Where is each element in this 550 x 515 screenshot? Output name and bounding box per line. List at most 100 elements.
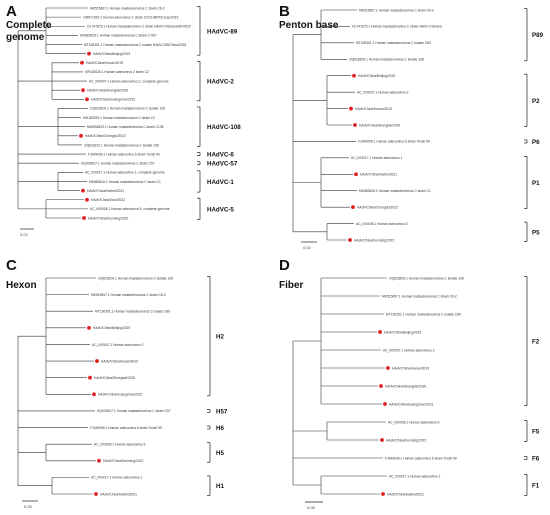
clade-label: P2 — [532, 98, 540, 105]
leaf-label: OQ618209.1 Human mastadenovirus C isolat… — [90, 107, 165, 111]
leaf-label: HAdV/China/Harbin/2021 — [100, 492, 137, 496]
leaf-label: MK883615.1 Human mastadenovirus C strain… — [80, 34, 157, 38]
leaf-label: HAdV/China/Chengdu/2022 — [85, 134, 126, 138]
leaf-label: HAdV/China/Shanghai/2020 — [87, 88, 128, 92]
panel-complete-genome: A Complete genome MK515697.1 Human masta… — [0, 0, 275, 257]
leaf-label: MW694823.1 Human mastadenovirus C strain… — [87, 125, 164, 129]
panel-title: Fiber — [279, 280, 303, 292]
scale-bar-label: 0.05 — [24, 504, 32, 509]
highlight-dot — [378, 330, 382, 334]
highlight-dot — [81, 88, 85, 93]
highlight-dot — [352, 73, 356, 78]
leaf-label: HQ003817.1 Human mastadenovirus C strain… — [81, 162, 155, 166]
leaf-label: OQ618209.1 Human mastadenovirus C isolat… — [98, 276, 173, 280]
highlight-dot — [381, 492, 385, 496]
highlight-dot — [85, 97, 89, 102]
leaf-label: MK515697.1 Human mastadenovirus C strain… — [90, 6, 165, 10]
leaf-label: MK515697.1 Human mastadenovirus C strain… — [382, 294, 457, 298]
highlight-dot — [97, 458, 101, 463]
clade-label: H57 — [216, 408, 228, 415]
panel-title: Penton base — [279, 20, 338, 32]
leaf-label: AC_000017.1 Human adenovirus 1 — [351, 156, 403, 160]
panel-title-line: Fiber — [279, 280, 304, 291]
clade-label: HAdVC-57 — [207, 161, 238, 168]
highlight-dot — [95, 359, 99, 363]
clade-label: H1 — [216, 483, 224, 490]
leaf-label: AC_000017.1 Human adenovirus 1 — [389, 474, 441, 478]
leaf-label: HAdV/China/Beijing/2019 — [93, 326, 130, 330]
clade-label: H5 — [216, 450, 224, 457]
clade-label: F2 — [532, 339, 540, 346]
highlight-dot — [79, 133, 83, 138]
leaf-label: HAdV/China/Hunan/2019 — [355, 107, 392, 111]
leaf-label: AC_000008.1 Human adenovirus 5 — [388, 420, 440, 424]
highlight-dot — [380, 438, 384, 442]
clade-label: HAdVC-108 — [207, 124, 241, 131]
phylogenetic-tree: OQ618209.1 Human mastadenovirus C isolat… — [292, 276, 540, 503]
highlight-dot — [94, 492, 98, 496]
leaf-label: FJ349096.1 Human adenovirus 6 strain Ton… — [90, 426, 162, 430]
leaf-label: OM971926.1 Human adenovirus C strain C2/… — [83, 15, 178, 19]
panel-title: Hexon — [6, 280, 37, 292]
leaf-label: MT150351.1 Human mastadenovirus C isolat… — [95, 310, 170, 314]
phylogenetic-tree: MK515697.1 Human mastadenovirus C strain… — [292, 8, 544, 243]
leaf-label: OL747675.1 Human mastadenovirus C strain… — [87, 25, 191, 29]
highlight-dot — [85, 197, 89, 202]
leaf-label: HAdV/China/Beijing/2019 — [93, 52, 130, 56]
clade-label: P5 — [532, 229, 540, 236]
panel-title: Complete genome — [6, 20, 52, 43]
highlight-dot — [87, 325, 91, 330]
leaf-label: MF315028.1 Human adenovirus 2 strain C2 — [85, 70, 149, 74]
highlight-dot — [82, 216, 86, 220]
panel-penton-base: B Penton base MK515697.1 Human mastadeno… — [275, 0, 550, 257]
leaf-label: HAdV/China/Harbin/2021 — [387, 492, 424, 496]
leaf-label: OQ618209.1 Human mastadenovirus C isolat… — [349, 58, 424, 62]
leaf-label: MK515697.1 Human mastadenovirus C strain… — [91, 293, 166, 297]
clade-label: H6 — [216, 425, 224, 432]
leaf-label: MK883616.1 Human mastadenovirus C strain… — [89, 180, 161, 184]
clade-label: HAdVC-5 — [207, 206, 234, 213]
panel-letter: A — [6, 3, 17, 20]
leaf-label: AC_000008.1 Human adenovirus 5, complete… — [90, 207, 170, 211]
panel-title-line: Penton base — [279, 20, 339, 31]
phylogenetic-tree: OQ618209.1 Human mastadenovirus C isolat… — [17, 276, 228, 502]
clade-label: HAdVC-2 — [207, 79, 234, 86]
leaf-label: HAdV/China/Kunming/2022 — [354, 238, 394, 242]
leaf-label: HQ003817.1 Human mastadenovirus C strain… — [97, 409, 171, 413]
leaf-label: AC_000007.1 Human adenovirus 2 — [92, 343, 144, 347]
leaf-label: MT150351.1 Human mastadenovirus C isolat… — [84, 43, 186, 47]
panel-hexon: C Hexon OQ618209.1 Human mastadenovirus … — [0, 258, 275, 515]
leaf-label: HAdV/China/Hunan/2019 — [86, 61, 123, 65]
panel-letter: B — [279, 3, 290, 20]
highlight-dot — [351, 205, 355, 210]
highlight-dot — [386, 366, 390, 370]
leaf-label: HAdV/China/Guangzhou/2021 — [91, 98, 136, 102]
leaf-label: HAdV/China/Xian/2022 — [91, 198, 125, 202]
highlight-dot — [80, 60, 84, 65]
clade-label: P6 — [532, 139, 540, 146]
clade-label: F1 — [532, 483, 540, 490]
clade-label: P1 — [532, 180, 540, 187]
scale-bar-label: 0.02 — [303, 245, 311, 250]
leaf-label: HAdV/China/Guangzhou/2021 — [98, 393, 143, 397]
leaf-label: AC_000007.1 Human adenovirus 2 — [383, 348, 435, 352]
leaf-label: MK883616.1 Human mastadenovirus C strain… — [359, 189, 431, 193]
clade-label: HAdVC-1 — [207, 179, 234, 186]
leaf-label: HAdV/China/Kunming/2022 — [386, 438, 426, 442]
clade-label: HAdVC-6 — [207, 152, 234, 159]
highlight-dot — [354, 172, 358, 177]
leaf-label: AC_000017.1 Human adenovirus 1, complete… — [85, 171, 165, 175]
highlight-dot — [383, 402, 387, 406]
scale-bar-label: 0.05 — [307, 505, 315, 510]
panel-title-line: Hexon — [6, 280, 37, 291]
leaf-label: HAdV/China/Beijing/2019 — [384, 330, 421, 334]
leaf-label: HAdV/China/Kunming/2022 — [103, 459, 143, 463]
leaf-label: MT150351.1 Human mastadenovirus C isolat… — [386, 312, 461, 316]
leaf-label: HAdV/China/Beijing/2019 — [358, 74, 395, 78]
clade-label: HAdVC-89 — [207, 28, 238, 35]
panel-letter: D — [279, 257, 290, 274]
leaf-label: AC_000008.1 Human adenovirus 5 — [94, 442, 146, 446]
leaf-label: HAdV/China/Harbin/2021 — [87, 189, 124, 193]
leaf-label: OL747675.1 Human mastadenovirus C strain… — [352, 25, 442, 29]
panel-letter: C — [6, 257, 17, 274]
